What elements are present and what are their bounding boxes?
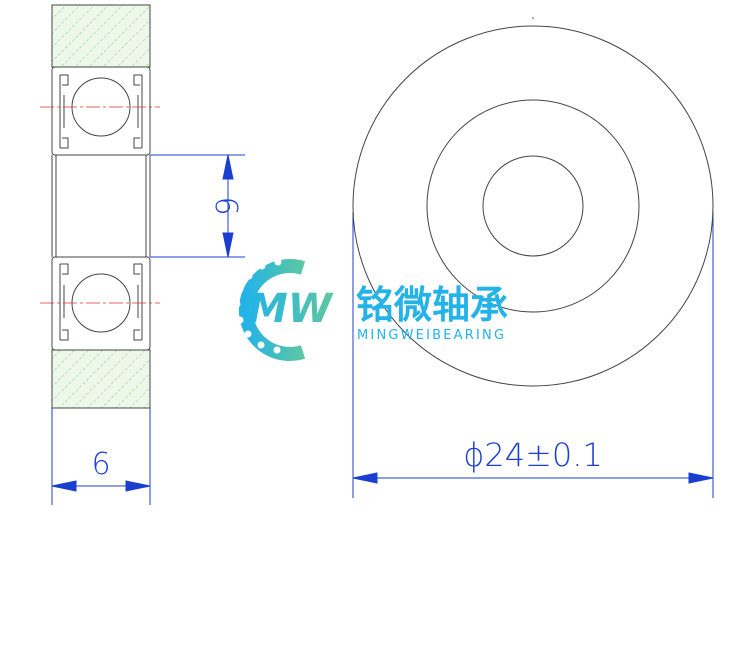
bearing-body-top: [51, 66, 151, 156]
dim-width-label: 6: [91, 447, 110, 482]
logo-mark: MW: [248, 286, 334, 332]
logo: MW 铭微轴承 MINGWEIBEARING: [233, 258, 508, 361]
logo-ring: [238, 259, 306, 361]
bore-circle: [482, 155, 584, 257]
dim-outer-diameter-label: ϕ24±0.1: [463, 436, 603, 474]
outer-circle: [352, 25, 714, 387]
hatch-bottom: [51, 349, 151, 409]
hatch-top: [51, 4, 151, 68]
logo-name-cn: 铭微轴承: [356, 283, 508, 327]
dimension-lines: [51, 154, 714, 505]
dim-bore-label: 6: [208, 196, 243, 215]
front-view: [352, 25, 714, 387]
side-section-view: [51, 4, 151, 409]
centerlines: [40, 106, 160, 304]
logo-name-en: MINGWEIBEARING: [357, 328, 506, 343]
bearing-body-bottom: [51, 256, 151, 351]
middle-circle: [426, 99, 640, 313]
